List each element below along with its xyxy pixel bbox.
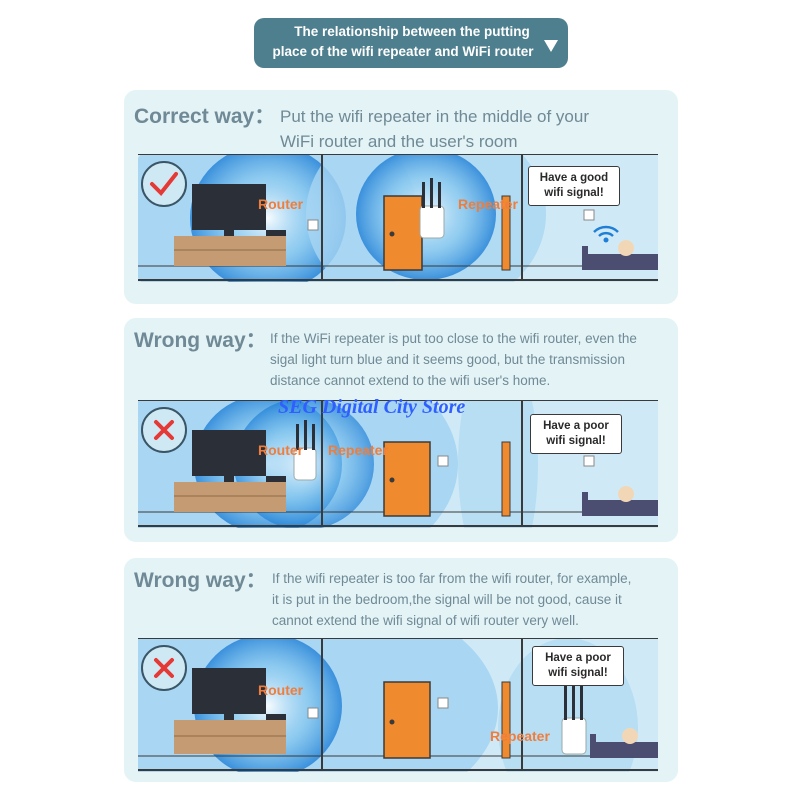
bubble-line: wifi signal! — [548, 667, 608, 679]
bubble-line: wifi signal! — [544, 187, 604, 199]
wrong-way-close-panel: Wrong way： If the WiFi repeater is put t… — [124, 318, 678, 542]
panel-description: If the wifi repeater is too far from the… — [272, 568, 672, 631]
tv-cabinet — [174, 236, 286, 266]
house-scene: Router Repeater Have a poor wifi signal! — [138, 400, 658, 528]
router-label: Router — [258, 682, 304, 698]
router-label: Router — [258, 196, 304, 212]
description-line: cannot extend the wifi signal of wifi ro… — [272, 613, 579, 628]
correct-way-panel: Correct way： Put the wifi repeater in th… — [124, 90, 678, 304]
title-banner: The relationship between the putting pla… — [254, 18, 568, 68]
chevron-down-icon — [544, 40, 558, 52]
user-icon — [618, 240, 634, 256]
house-scene: Router Repeater Have a good wifi signal! — [138, 154, 658, 282]
user-icon — [622, 728, 638, 744]
tv-icon — [192, 430, 266, 476]
tv-icon — [192, 668, 266, 714]
repeater-icon — [561, 717, 587, 755]
router-label: Router — [258, 442, 304, 458]
router-icon — [266, 230, 286, 236]
store-watermark: SEG Digital City Store — [278, 396, 466, 418]
description-line: If the WiFi repeater is put too close to… — [270, 331, 637, 346]
repeater-label: Repeater — [458, 196, 518, 212]
panel-description: If the WiFi repeater is put too close to… — [270, 328, 670, 391]
check-icon — [141, 161, 187, 207]
user-icon — [618, 486, 634, 502]
router-icon — [266, 476, 286, 482]
wifi-icon — [593, 225, 619, 243]
speech-bubble: Have a poor wifi signal! — [532, 646, 624, 686]
bubble-line: Have a good — [539, 172, 609, 184]
description-line: Put the wifi repeater in the middle of y… — [280, 107, 589, 126]
bubble-line: Have a poor — [545, 652, 611, 664]
description-line: If the wifi repeater is too far from the… — [272, 571, 632, 586]
router-icon — [266, 714, 286, 720]
panel-heading: Correct way： — [134, 105, 276, 128]
house-illustration — [138, 154, 658, 282]
repeater-label: Repeater — [490, 728, 550, 744]
description-line: WiFi router and the user's room — [280, 132, 518, 151]
bubble-line: Have a poor — [543, 420, 609, 432]
description-line: it is put in the bedroom,the signal will… — [272, 592, 622, 607]
description-line: sigal light turn blue and it seems good,… — [270, 352, 625, 367]
wrong-way-far-panel: Wrong way： If the wifi repeater is too f… — [124, 558, 678, 782]
tv-cabinet — [174, 482, 286, 512]
house-scene: Router Repeater Have a poor wifi signal! — [138, 638, 658, 772]
panel-description: Put the wifi repeater in the middle of y… — [280, 104, 620, 154]
bed-icon — [590, 742, 658, 758]
tv-cabinet — [174, 720, 286, 754]
panel-heading: Wrong way： — [134, 329, 267, 352]
house-illustration — [138, 400, 658, 528]
speech-bubble: Have a poor wifi signal! — [530, 414, 622, 454]
panel-heading: Wrong way： — [134, 569, 267, 592]
repeater-icon — [419, 205, 445, 239]
door-icon — [383, 195, 423, 271]
speech-bubble: Have a good wifi signal! — [528, 166, 620, 206]
bubble-line: wifi signal! — [546, 435, 606, 447]
title-line-2: place of the wifi repeater and WiFi rout… — [272, 44, 534, 59]
bed-icon — [582, 500, 658, 516]
title-line-1: The relationship between the putting — [294, 24, 530, 39]
tv-icon — [192, 184, 266, 230]
bed-icon — [582, 254, 658, 270]
description-line: distance cannot extend to the wifi user'… — [270, 373, 551, 388]
repeater-label: Repeater — [328, 442, 388, 458]
